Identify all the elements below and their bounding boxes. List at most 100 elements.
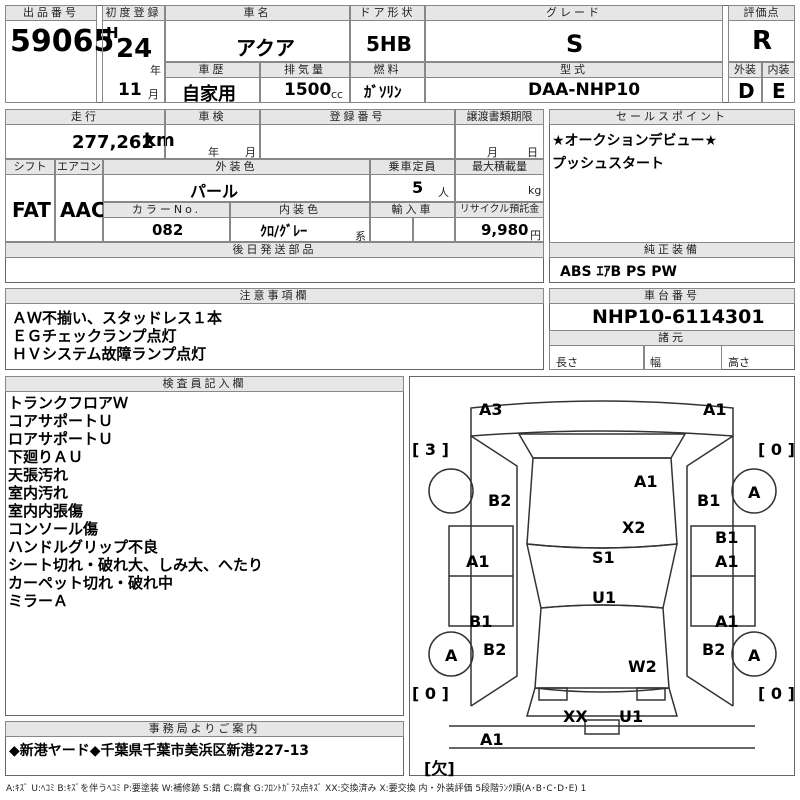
wheel-front-right-outline xyxy=(731,468,777,514)
mark-bracket-bottom-right: [ 0 ] xyxy=(758,684,795,703)
lot-cell xyxy=(5,20,97,103)
score-cell xyxy=(728,20,795,62)
note-line: ＥＧチェックランプ点灯 xyxy=(12,327,177,345)
ac-cell xyxy=(55,174,103,242)
interior-cell xyxy=(762,77,795,103)
dims-header: 諸元 xyxy=(549,330,795,346)
car-damage-diagram xyxy=(428,400,777,749)
lamp-left-outline xyxy=(538,687,568,701)
mark-u1: U1 xyxy=(592,588,617,607)
left-body-outline xyxy=(470,435,518,707)
mark-a1-right-low: A1 xyxy=(715,612,739,631)
recycle-cell xyxy=(455,217,544,242)
chassis-header: 車台番号 xyxy=(549,288,795,304)
transfer-header: 譲渡書類期限 xyxy=(455,109,544,125)
mark-wheel-bottom-left: A xyxy=(445,646,458,665)
mark-a1-roof: A1 xyxy=(634,472,658,491)
wheel-rear-left-outline xyxy=(428,631,474,677)
import-header: 輸入車 xyxy=(370,202,455,218)
inspector-line: コアサポートＵ xyxy=(8,412,114,430)
transfer-cell xyxy=(455,124,544,159)
inspector-header: 検査員記入欄 xyxy=(5,376,404,392)
mileage-header: 走行 xyxy=(5,109,165,125)
first-reg-header: 初度登録 xyxy=(102,5,165,21)
capacity-header: 乗車定員 xyxy=(370,159,455,175)
interior-header: 内装 xyxy=(762,62,795,78)
inspector-list: トランクフロアＷ コアサポートＵ ロアサポートＵ 下廻りＡＵ 天張汚れ 室内汚れ… xyxy=(8,394,263,610)
mark-a1-bottom: A1 xyxy=(480,730,504,749)
color-no-header: カラーNo. xyxy=(103,202,230,218)
wheel-rear-right-outline xyxy=(731,631,777,677)
capacity: 5 xyxy=(412,178,424,197)
history-header: 車歴 xyxy=(165,62,260,78)
chassis-number: NHP10-6114301 xyxy=(592,306,765,328)
car-name-header: 車名 xyxy=(165,5,350,21)
notes-header: 注意事項欄 xyxy=(5,288,544,304)
door-header: ドア形状 xyxy=(350,5,425,21)
length-label: 長さ xyxy=(556,356,578,369)
recycle-header: リサイクル預託金 xyxy=(455,202,544,218)
width-label: 幅 xyxy=(650,356,661,369)
car-name: アクア xyxy=(236,36,295,60)
shift: FAT xyxy=(12,198,51,222)
transfer-day: 日 xyxy=(527,146,538,159)
score-header: 評価点 xyxy=(728,5,795,21)
inspection-year: 年 xyxy=(208,146,219,159)
displacement: 1500 xyxy=(284,80,332,100)
door-cell xyxy=(350,20,425,62)
mark-a1-right-mid: A1 xyxy=(715,552,739,571)
reg-number-cell xyxy=(260,124,455,159)
mileage-cell xyxy=(5,124,165,159)
fuel-header: 燃料 xyxy=(350,62,425,78)
office-header: 事務局よりご案内 xyxy=(5,721,404,737)
header-sheet-frame xyxy=(5,5,795,103)
inspector-line: 室内汚れ xyxy=(8,484,69,502)
mark-wheel-top-right: A xyxy=(748,483,761,502)
front-bumper-outline xyxy=(526,687,678,717)
ext-color: パール xyxy=(190,182,239,201)
month-unit: 月 xyxy=(148,88,159,101)
note-line: ＨＶシステム故障ランプ点灯 xyxy=(12,345,207,363)
model-header: 型式 xyxy=(425,62,723,78)
inspection-month: 月 xyxy=(245,146,256,159)
mileage: 277,262 xyxy=(72,132,154,153)
note-line: ＡＷ不揃い、スタッドレス１本 xyxy=(12,309,223,327)
sales-point-line-2: プッシュスタート xyxy=(552,156,664,172)
int-color: ｸﾛ/ｸﾞﾚｰ xyxy=(260,224,308,240)
mark-s1: S1 xyxy=(592,548,615,567)
lot-number: 59065 xyxy=(10,24,115,59)
model-cell xyxy=(425,77,723,103)
interior-grade: E xyxy=(772,79,786,103)
wheel-front-left-outline xyxy=(428,468,474,514)
inspector-line: 下廻りＡＵ xyxy=(8,448,84,466)
inspector-line: コンソール傷 xyxy=(8,520,99,538)
first-reg-cell xyxy=(102,20,165,103)
mark-x2: X2 xyxy=(622,518,646,537)
equipment-header: 純正装備 xyxy=(549,242,795,258)
right-door-outline xyxy=(690,525,756,627)
exterior-cell xyxy=(728,77,762,103)
recycle-fee: 9,980 xyxy=(481,221,529,239)
mark-bracket-top-left: [ 3 ] xyxy=(412,440,449,459)
transfer-month: 月 xyxy=(487,146,498,159)
color-no: 082 xyxy=(152,221,184,239)
air-conditioner: AAC xyxy=(60,198,106,222)
mark-u1-bottom: U1 xyxy=(619,707,644,726)
fuel: ｶﾞｿﾘﾝ xyxy=(364,83,402,101)
damage-legend: A:ｷｽﾞ U:ﾍｺﾐ B:ｷｽﾞを伴うﾍｺﾐ P:要塗装 W:補修跡 S:錆 … xyxy=(6,784,587,794)
inspector-line: 天張汚れ xyxy=(8,466,69,484)
office-notice: ◆新港ヤード◆千葉県千葉市美浜区新港227-13 xyxy=(9,743,310,759)
ground-line xyxy=(449,725,755,749)
ext-color-header: 外装色 xyxy=(103,159,370,175)
era-letter: H xyxy=(106,24,119,42)
inspector-line: 室内内張傷 xyxy=(8,502,84,520)
capacity-cell xyxy=(370,174,455,202)
inspection-header: 車検 xyxy=(165,109,260,125)
first-reg-year: 24 xyxy=(116,34,153,64)
mark-b2-left-top: B2 xyxy=(488,491,512,510)
shift-header: シフト xyxy=(5,159,55,175)
displacement-header: 排気量 xyxy=(260,62,350,78)
height-label: 高さ xyxy=(728,356,750,369)
door-type: 5HB xyxy=(366,32,412,56)
lamp-right-outline xyxy=(636,687,666,701)
